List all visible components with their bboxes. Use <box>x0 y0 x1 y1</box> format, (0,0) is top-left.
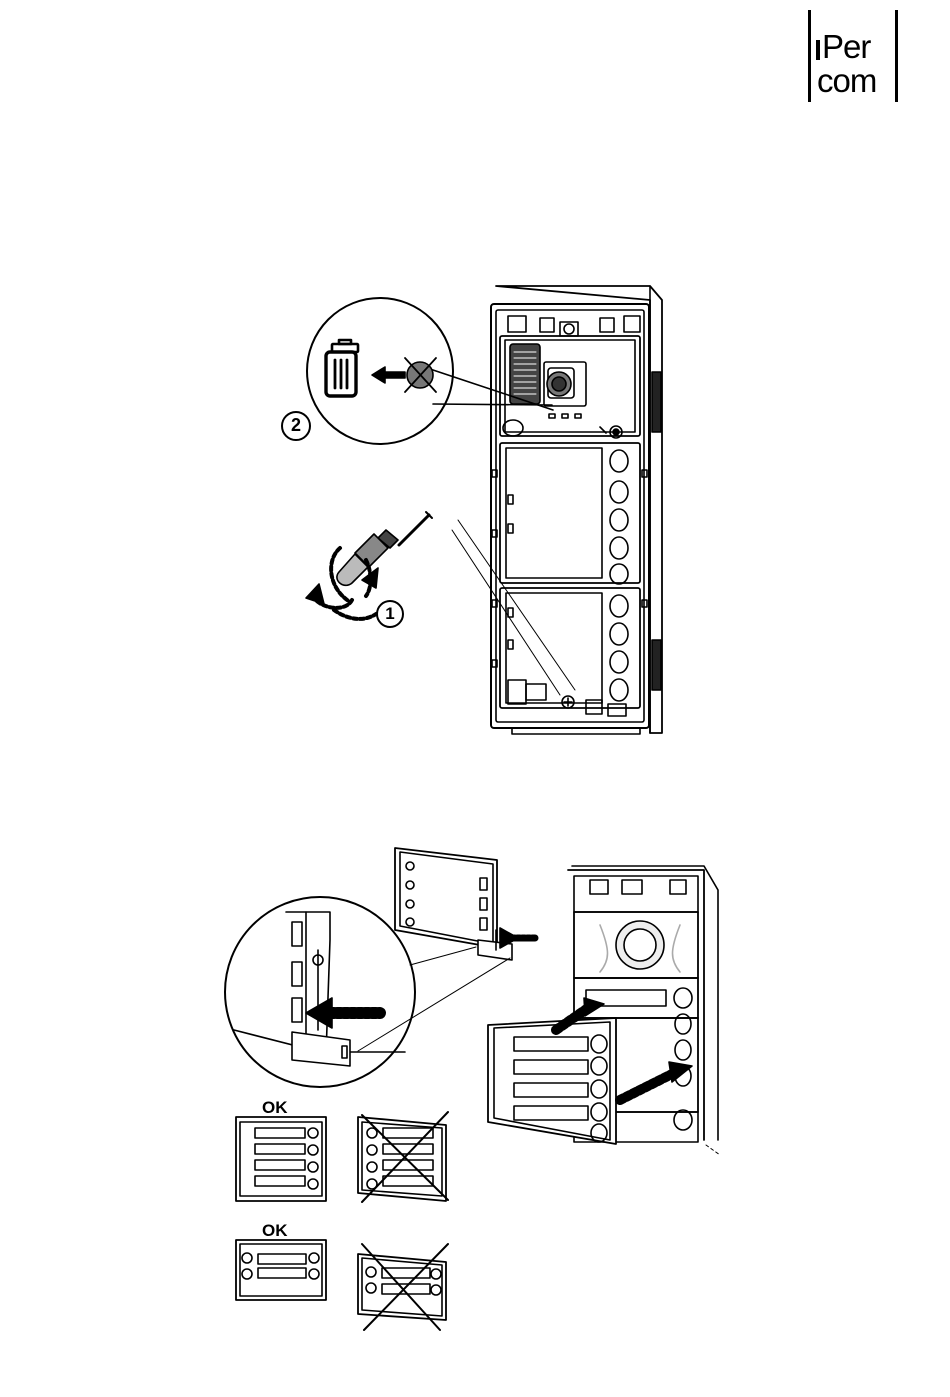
example-ok-4-buttons <box>236 1117 326 1201</box>
step-1-label: 1 <box>378 604 402 624</box>
zoom-detail-insert-card <box>225 897 415 1087</box>
trash-icon <box>326 340 358 396</box>
ok-label-bottom: OK <box>262 1221 288 1241</box>
example-wrong-4-buttons <box>358 1112 448 1202</box>
zoom-leader-bottom <box>410 947 476 965</box>
nameplate-card-insert <box>488 1018 616 1144</box>
ok-label-top: OK <box>262 1098 288 1118</box>
screwdriver-icon <box>337 512 575 695</box>
insert-arrow-icon-2 <box>306 998 380 1028</box>
door-panel-top <box>491 286 662 734</box>
step-2-label: 2 <box>284 415 308 436</box>
zoom-detail-remove-screw <box>307 298 453 444</box>
nameplate-card-top <box>395 848 512 960</box>
rotate-arrowhead <box>306 584 324 604</box>
example-wrong-2-buttons <box>358 1244 448 1330</box>
example-ok-2-buttons <box>236 1240 326 1300</box>
arrow-left-icon <box>372 367 405 383</box>
zoom-leader-line-2 <box>433 404 552 405</box>
insert-arrow-icon <box>500 928 535 948</box>
